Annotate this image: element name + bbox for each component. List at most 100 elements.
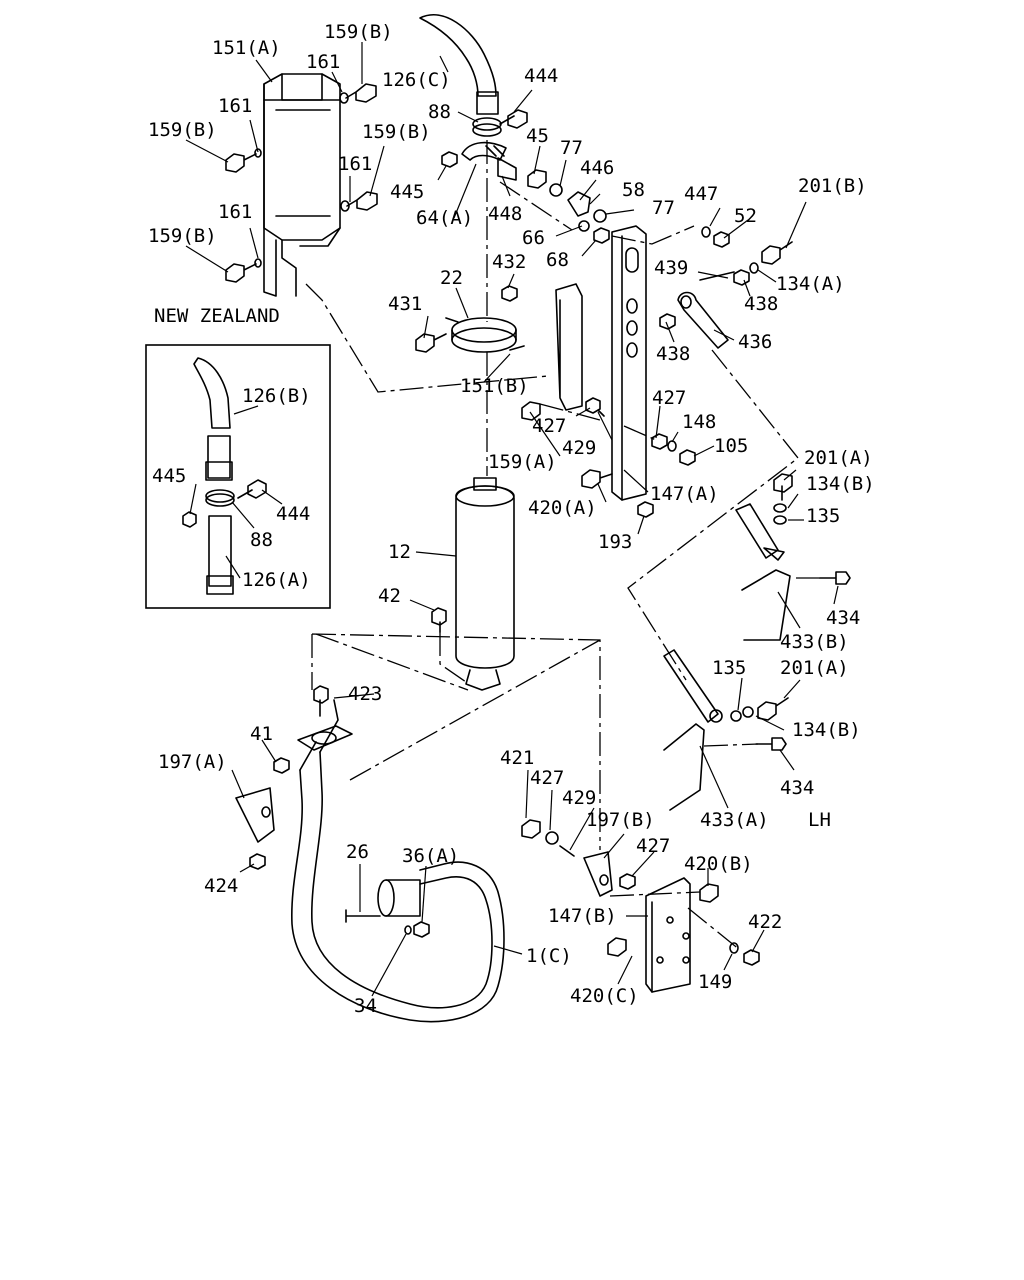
callout-201a: 201(A)	[780, 657, 849, 679]
flange-423	[297, 685, 353, 751]
region-label-new-zealand: NEW ZEALAND	[154, 305, 280, 327]
callout-148: 148	[682, 411, 716, 433]
callout-439: 439	[654, 257, 688, 279]
callout-201a: 201(A)	[804, 447, 873, 469]
callout-201b: 201(B)	[798, 175, 867, 197]
callout-434: 434	[826, 607, 860, 629]
bracket-151b	[555, 283, 583, 411]
callout-447: 447	[684, 183, 718, 205]
callout-151b: 151(B)	[460, 375, 529, 397]
nut-445-top	[441, 151, 458, 168]
callout-135: 135	[712, 657, 746, 679]
nut-193	[637, 501, 654, 518]
inset-clamp-88	[205, 489, 235, 507]
hardware-201a-134b-upper	[773, 473, 793, 525]
callout-424: 424	[204, 875, 238, 897]
callout-134a: 134(A)	[776, 273, 845, 295]
callout-445: 445	[152, 465, 186, 487]
callout-446: 446	[580, 157, 614, 179]
callout-12: 12	[388, 541, 411, 563]
inset-nut-445	[182, 511, 197, 528]
callout-68: 68	[546, 249, 569, 271]
callout-161: 161	[338, 153, 372, 175]
bolts-159b-left	[225, 148, 262, 283]
callout-88: 88	[250, 529, 273, 551]
callout-36a: 36(A)	[402, 845, 459, 867]
callout-448: 448	[488, 203, 522, 225]
callout-147a: 147(A)	[650, 483, 719, 505]
callout-22: 22	[440, 267, 463, 289]
callout-420c: 420(C)	[570, 985, 639, 1007]
callout-64a: 64(A)	[416, 207, 473, 229]
callout-151a: 151(A)	[212, 37, 281, 59]
tailpipe-126c-end	[476, 91, 499, 115]
bolt-42	[431, 607, 447, 633]
callout-159b: 159(B)	[148, 225, 217, 247]
callout-422: 422	[748, 911, 782, 933]
callout-438: 438	[744, 293, 778, 315]
callout-88: 88	[428, 101, 451, 123]
callout-420b: 420(B)	[684, 853, 753, 875]
callout-433b: 433(B)	[780, 631, 849, 653]
region-label-lh: LH	[808, 809, 831, 831]
bolts-45-77	[527, 169, 610, 244]
muffler-clamp-22	[445, 317, 525, 353]
callout-147b: 147(B)	[548, 905, 617, 927]
bolt-427-429	[585, 397, 605, 417]
callout-429: 429	[562, 787, 596, 809]
callout-1c: 1(C)	[526, 945, 572, 967]
hardware-447-52-201b	[701, 226, 793, 265]
inset-bolt-444	[237, 479, 267, 499]
bracket-147b	[645, 877, 691, 993]
callout-135: 135	[806, 505, 840, 527]
callout-41: 41	[250, 723, 273, 745]
callout-42: 42	[378, 585, 401, 607]
bolt-159a	[521, 401, 541, 421]
callout-134b: 134(B)	[806, 473, 875, 495]
callout-66: 66	[522, 227, 545, 249]
callout-77: 77	[560, 137, 583, 159]
stay-135-upper	[735, 503, 785, 561]
callout-126a: 126(A)	[242, 569, 311, 591]
callout-427: 427	[532, 415, 566, 437]
heat-shield-151a	[263, 73, 341, 297]
bolt-432	[501, 285, 518, 302]
callout-26: 26	[346, 841, 369, 863]
callout-433a: 433(A)	[700, 809, 769, 831]
bolt-420b	[699, 883, 719, 903]
callout-429: 429	[562, 437, 596, 459]
callout-434: 434	[780, 777, 814, 799]
callout-444: 444	[524, 65, 558, 87]
inset-tailpipe-126b	[193, 357, 233, 481]
callout-423: 423	[348, 683, 382, 705]
callout-427: 427	[652, 387, 686, 409]
bolt-420a	[581, 469, 613, 489]
new-zealand-inset-frame	[145, 344, 331, 609]
bolt-431	[415, 333, 447, 353]
nut-424	[249, 853, 266, 870]
callout-105: 105	[714, 435, 748, 457]
washer-149	[729, 942, 739, 954]
callout-149: 149	[698, 971, 732, 993]
tailpipe-126c	[419, 14, 497, 97]
callout-427: 427	[636, 835, 670, 857]
leader-lines	[185, 42, 839, 997]
callout-134b: 134(B)	[792, 719, 861, 741]
inset-pipe-126a	[206, 515, 234, 595]
bracket-64a	[461, 141, 517, 181]
callout-52: 52	[734, 205, 757, 227]
callout-421: 421	[500, 747, 534, 769]
stay-436	[677, 291, 729, 349]
flange-26-36a-34	[345, 879, 430, 938]
callout-126b: 126(B)	[242, 385, 311, 407]
bracket-433b	[741, 569, 791, 641]
callout-444: 444	[276, 503, 310, 525]
hardware-201a-134b-lower	[730, 697, 789, 722]
callout-438: 438	[656, 343, 690, 365]
callout-427: 427	[530, 767, 564, 789]
bracket-147a	[611, 225, 647, 501]
callout-161: 161	[218, 201, 252, 223]
callout-197b: 197(B)	[586, 809, 655, 831]
callout-420a: 420(A)	[528, 497, 597, 519]
